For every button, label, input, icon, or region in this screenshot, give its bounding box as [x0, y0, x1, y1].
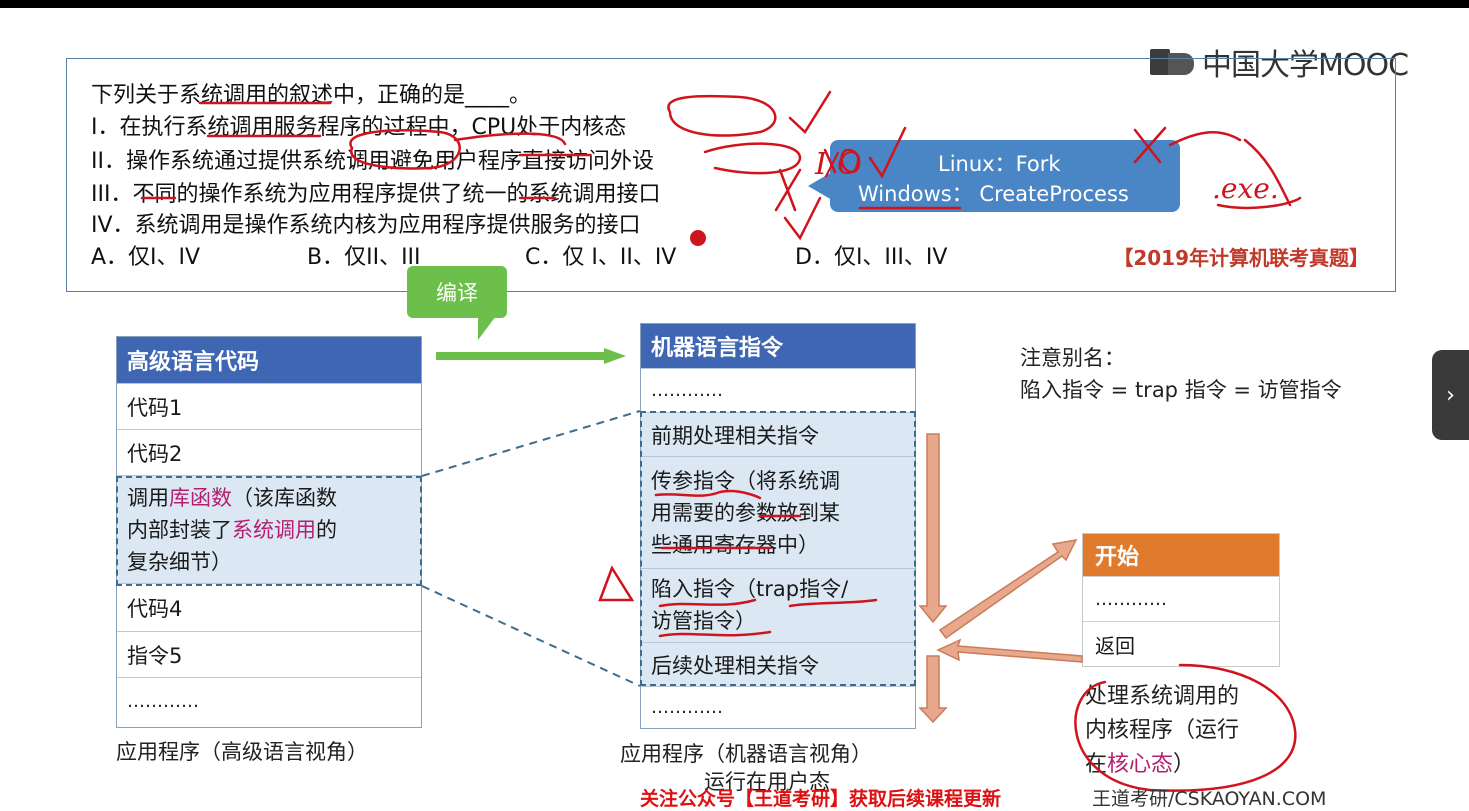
chevron-right-icon: ›	[1446, 382, 1455, 408]
question-item-2: II．操作系统通过提供系统调用避免用户程序直接访问外设	[91, 149, 654, 174]
question-box: 下列关于系统调用的叙述中，正确的是____。 I．在执行系统调用服务程序的过程中…	[66, 58, 1396, 292]
param-line-3: 些通用寄存器中）	[651, 533, 819, 557]
trap-line-1: 陷入指令（trap指令/	[651, 577, 849, 601]
kernel-row-ellipsis: …………	[1083, 576, 1279, 621]
callout-windows: Windows： CreateProcess	[858, 182, 1129, 206]
machine-param-row: 传参指令（将系统调 用需要的参数放到某 些通用寄存器中）	[641, 456, 915, 568]
high-level-header: 高级语言代码	[117, 337, 421, 383]
zoom-line-top	[421, 410, 641, 477]
high-level-code-table: 高级语言代码 代码1 代码2 调用库函数（该库函数 内部封装了系统调用的 复杂细…	[116, 336, 422, 728]
call-line3: 复杂细节）	[127, 550, 232, 574]
param-line-2: 用需要的参数放到某	[651, 501, 840, 525]
machine-code-table: 机器语言指令 ………… 前期处理相关指令 传参指令（将系统调 用需要的参数放到某…	[640, 323, 916, 729]
high-level-row-ellipsis: …………	[117, 677, 421, 724]
high-level-row-1: 代码1	[117, 383, 421, 429]
kernel-row-return: 返回	[1083, 621, 1279, 666]
zoom-line-bottom	[421, 585, 641, 687]
question-source: 【2019年计算机联考真题】	[1113, 246, 1369, 270]
question-item-1: I．在执行系统调用服务程序的过程中，CPU处于内核态	[91, 115, 627, 140]
machine-header: 机器语言指令	[641, 324, 915, 368]
high-level-row-5: 指令5	[117, 631, 421, 677]
alias-note: 注意别名： 陷入指令 = trap 指令 = 访管指令	[1020, 342, 1342, 406]
kernel-program-table: 开始 ………… 返回	[1082, 533, 1280, 667]
mooc-logo-text: 中国大学MOOC	[1202, 48, 1409, 83]
system-call-term: 系统调用	[232, 518, 316, 542]
machine-caption: 应用程序（机器语言视角）	[620, 742, 872, 766]
question-item-3: III．不同的操作系统为应用程序提供了统一的系统调用接口	[91, 182, 661, 207]
kernel-caption-1: 处理系统调用的	[1085, 684, 1240, 709]
callout-linux: Linux：Fork	[938, 152, 1061, 176]
kernel-start-header: 开始	[1083, 534, 1279, 576]
syscall-example-callout: Linux：Fork Windows： CreateProcess	[830, 140, 1180, 212]
arrow-return	[936, 638, 1083, 663]
machine-row-bottom: …………	[641, 686, 915, 727]
library-call-row: 调用库函数（该库函数 内部封装了系统调用的 复杂细节）	[117, 475, 421, 583]
machine-dashed-frame	[640, 411, 916, 686]
high-level-row-4: 代码4	[117, 583, 421, 631]
call-line2a: 内部封装了	[127, 518, 232, 542]
compile-bubble: 编译	[407, 266, 507, 318]
option-a: A．仅I、IV	[91, 245, 201, 270]
high-level-caption: 应用程序（高级语言视角）	[116, 740, 368, 764]
high-level-row-2: 代码2	[117, 429, 421, 475]
option-b: B．仅II、III	[307, 245, 421, 270]
triangle-mark	[598, 565, 635, 602]
alias-note-title: 注意别名：	[1020, 346, 1125, 370]
option-d: D．仅I、III、IV	[795, 245, 948, 270]
mooc-logo: 中国大学MOOC	[1150, 40, 1409, 84]
kernel-mode-term: 核心态	[1107, 752, 1174, 777]
bottom-site: 王道考研/CSKAOYAN.COM	[1092, 788, 1327, 810]
arrow-to-kernel	[938, 539, 1078, 640]
machine-caption-runmode: 运行在用户态	[704, 770, 830, 794]
question-item-4: IV．系统调用是操作系统内核为应用程序提供服务的接口	[91, 213, 641, 238]
machine-row-top: …………	[641, 368, 915, 412]
down-arrow-1	[918, 433, 948, 624]
bottom-banner: 关注公众号【王道考研】获取后续课程更新	[640, 788, 1002, 810]
kernel-caption-3: 在核心态）	[1085, 752, 1196, 777]
next-slide-button[interactable]: ›	[1432, 350, 1469, 440]
call-mid: （该库函数	[232, 486, 337, 510]
compile-arrow-icon	[436, 348, 626, 364]
machine-post-process-row: 后续处理相关指令	[641, 642, 915, 686]
call-prefix: 调用	[127, 486, 169, 510]
compile-bubble-tail	[478, 316, 496, 340]
library-function-term: 库函数	[169, 486, 232, 510]
option-c: C．仅 I、II、IV	[525, 245, 677, 270]
alias-note-body: 陷入指令 = trap 指令 = 访管指令	[1020, 378, 1342, 402]
question-stem: 下列关于系统调用的叙述中，正确的是____。	[91, 83, 532, 108]
top-black-bar	[0, 0, 1469, 8]
machine-pre-process-row: 前期处理相关指令	[641, 412, 915, 456]
param-line-1: 传参指令（将系统调	[651, 469, 840, 493]
kernel-caption-2: 内核程序（运行	[1085, 718, 1240, 743]
down-arrow-2	[918, 655, 948, 724]
library-call-dashed-frame	[116, 476, 422, 586]
kernel-caption: 处理系统调用的 内核程序（运行 在核心态）	[1085, 680, 1239, 782]
flow-arrows	[918, 433, 1083, 724]
callout-pointer	[808, 172, 832, 200]
compile-label: 编译	[436, 281, 478, 305]
trap-line-2: 访管指令）	[651, 609, 756, 633]
call-line2c: 的	[316, 518, 337, 542]
